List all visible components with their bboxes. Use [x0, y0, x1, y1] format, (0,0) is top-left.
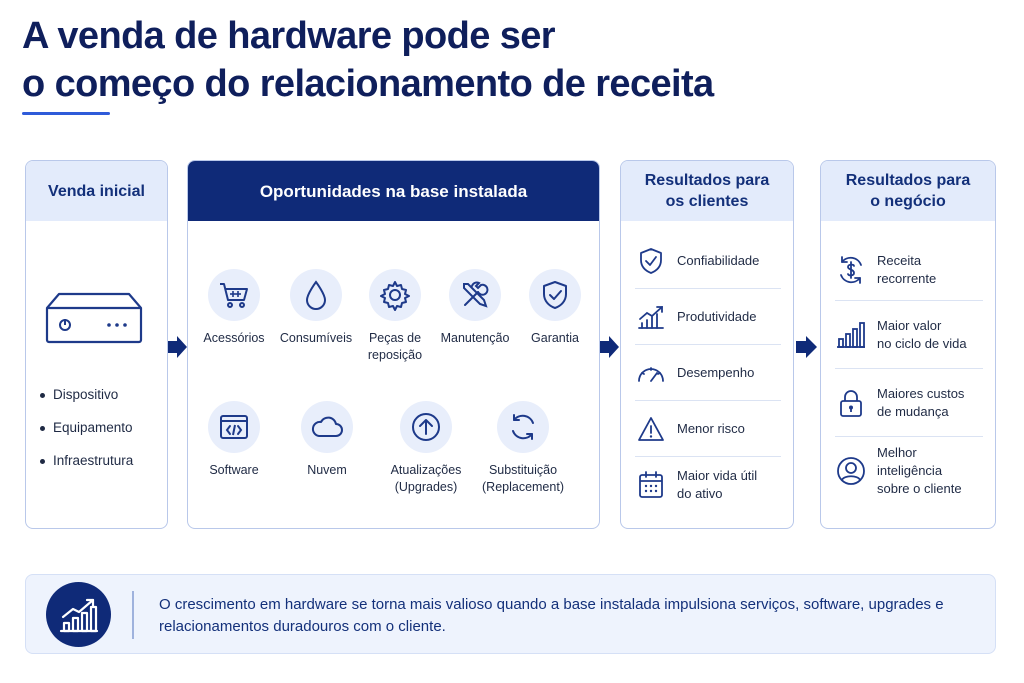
opp-software: Software [188, 401, 280, 479]
opp-consumables: Consumíveis [270, 269, 362, 347]
warning-icon [635, 416, 667, 442]
calendar-icon [635, 471, 667, 499]
initial-sale-heading: Venda inicial [26, 161, 167, 221]
business-result-label: Maior valor no ciclo de vida [877, 317, 967, 351]
opp-replacement: Substituição (Replacement) [477, 401, 569, 496]
client-results-heading: Resultados para os clientes [621, 161, 793, 221]
list-item: Infraestrutura [40, 453, 133, 486]
list-item: Desempenho [635, 345, 781, 401]
list-item: Produtividade [635, 289, 781, 345]
opportunities-heading: Oportunidades na base instalada [188, 161, 599, 221]
flow-arrow-icon [796, 336, 817, 358]
business-result-label: Maiores custos de mudança [877, 385, 965, 419]
business-results-heading: Resultados para o negócio [821, 161, 995, 221]
opp-warranty: Garantia [509, 269, 599, 347]
code-window-icon [208, 401, 260, 453]
shield-check-icon [635, 247, 667, 275]
bar-chart-icon [835, 321, 867, 349]
arrow-up-icon [400, 401, 452, 453]
opp-accessories: Acessórios [188, 269, 280, 347]
title-line-2: o começo do relacionamento de receita [22, 63, 714, 105]
list-item: Maior vida útil do ativo [635, 457, 781, 513]
client-result-label: Confiabilidade [677, 252, 760, 268]
list-item: Receita recorrente [835, 239, 983, 301]
client-result-label: Produtividade [677, 308, 757, 324]
banner-text: O crescimento em hardware se torna mais … [159, 596, 944, 635]
initial-sale-list: Dispositivo Equipamento Infraestrutura [40, 387, 133, 486]
list-item: Maiores custos de mudança [835, 369, 983, 437]
client-result-label: Desempenho [677, 364, 755, 380]
business-results-card: Resultados para o negócio Receita recorr… [820, 160, 996, 529]
list-item: Equipamento [40, 420, 133, 453]
user-icon [835, 456, 867, 486]
page-title: A venda de hardware pode ser o começo do… [22, 12, 922, 108]
list-item: Dispositivo [40, 387, 133, 420]
device-icon [45, 292, 143, 344]
flow-arrow-icon [168, 336, 187, 358]
list-item: Melhor inteligência sobre o cliente [835, 437, 983, 505]
client-result-label: Maior vida útil do ativo [677, 468, 758, 501]
opp-label: Software [209, 463, 259, 477]
opportunities-card: Oportunidades na base instalada Acessóri… [187, 160, 600, 529]
opp-label: Substituição (Replacement) [482, 463, 564, 494]
banner-divider [132, 591, 134, 639]
business-result-label: Melhor inteligência sobre o cliente [877, 445, 962, 496]
refresh-icon [497, 401, 549, 453]
lock-icon [835, 388, 867, 418]
tools-icon [449, 269, 501, 321]
opp-label: Manutenção [440, 331, 510, 345]
initial-sale-card: Venda inicial Dispositivo Equipamento In… [25, 160, 168, 529]
opp-upgrades: Atualizações (Upgrades) [380, 401, 472, 496]
shield-icon [529, 269, 581, 321]
drop-icon [290, 269, 342, 321]
opp-label: Garantia [531, 331, 579, 345]
cart-icon [208, 269, 260, 321]
opp-label: Atualizações (Upgrades) [390, 463, 462, 494]
opp-maintenance: Manutenção [429, 269, 521, 347]
client-results-card: Resultados para os clientes Confiabilida… [620, 160, 794, 529]
recurring-dollar-icon [835, 254, 867, 286]
opp-spare-parts: Peças de reposição [349, 269, 441, 364]
opp-label: Nuvem [307, 463, 347, 477]
business-result-label: Receita recorrente [877, 252, 937, 286]
title-underline [22, 112, 110, 115]
opp-label: Peças de reposição [367, 331, 423, 362]
list-item: Confiabilidade [635, 233, 781, 289]
list-item: Menor risco [635, 401, 781, 457]
opp-cloud: Nuvem [281, 401, 373, 479]
summary-banner: O crescimento em hardware se torna mais … [25, 574, 996, 654]
gauge-icon [635, 362, 667, 384]
client-result-label: Menor risco [677, 420, 745, 436]
growth-chart-icon [635, 304, 667, 330]
flow-arrow-icon [600, 336, 619, 358]
opp-label: Consumíveis [279, 331, 353, 345]
list-item: Maior valor no ciclo de vida [835, 301, 983, 369]
growth-chart-icon [46, 582, 111, 647]
title-line-1: A venda de hardware pode ser [22, 15, 556, 57]
opp-label: Acessórios [203, 331, 265, 345]
gear-icon [369, 269, 421, 321]
cloud-icon [301, 401, 353, 453]
